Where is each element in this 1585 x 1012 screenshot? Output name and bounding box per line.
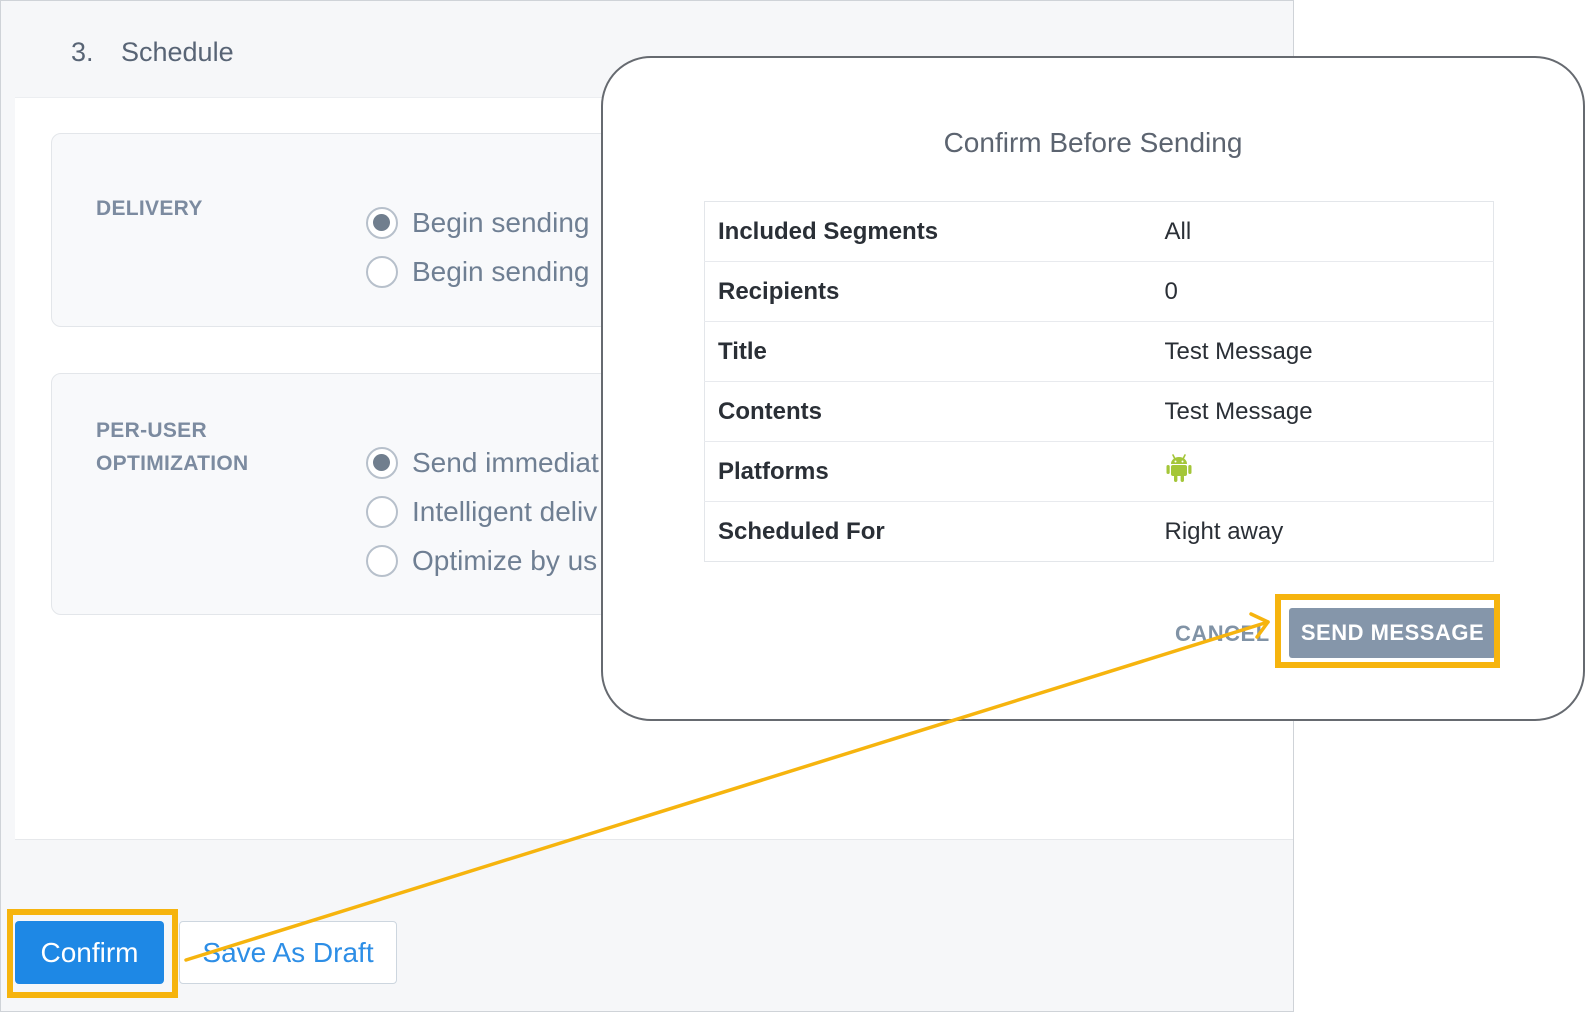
cancel-button[interactable]: CANCEL xyxy=(1175,621,1270,646)
table-row: Platforms xyxy=(704,441,1494,502)
row-key: Included Segments xyxy=(718,217,939,245)
option-label: Begin sending xyxy=(412,255,590,287)
row-value xyxy=(1151,441,1494,502)
row-key: Contents xyxy=(704,381,1152,442)
delivery-options: Begin sending Begin sending xyxy=(366,198,589,296)
option-label: Optimize by us xyxy=(412,544,598,576)
delivery-label: DELIVERY xyxy=(96,197,203,220)
radio-unselected[interactable] xyxy=(366,495,398,528)
delivery-option-begin-later[interactable]: Begin sending xyxy=(366,247,589,296)
table-row: Contents Test Message xyxy=(704,381,1494,442)
optimization-options: Send immediat Intelligent deliv Optimize… xyxy=(366,438,599,585)
row-key: Scheduled For xyxy=(704,501,1152,562)
confirm-dialog: Confirm Before Sending Included Segments… xyxy=(601,56,1585,721)
table-row: Scheduled For Right away xyxy=(704,501,1494,562)
row-value: Test Message xyxy=(1151,321,1494,382)
android-icon xyxy=(1165,453,1193,490)
confirm-button[interactable]: Confirm xyxy=(15,921,164,984)
option-label: Send immediat xyxy=(412,446,599,478)
section-title: 3. Schedule xyxy=(71,37,234,68)
radio-selected[interactable] xyxy=(366,446,398,479)
optimization-option-immediate[interactable]: Send immediat xyxy=(366,438,599,487)
row-value: All xyxy=(1164,217,1192,245)
option-label: Begin sending xyxy=(412,206,590,238)
delivery-option-begin-now[interactable]: Begin sending xyxy=(366,198,589,247)
send-message-button[interactable]: SEND MESSAGE xyxy=(1289,608,1496,658)
row-key: Title xyxy=(704,321,1152,382)
option-label: Intelligent deliv xyxy=(412,495,598,527)
table-row: Title Test Message xyxy=(704,321,1494,382)
dialog-title: Confirm Before Sending xyxy=(943,127,1243,158)
table-row: Recipients 0 xyxy=(704,261,1494,322)
row-value: Right away xyxy=(1151,501,1494,562)
row-key: Recipients xyxy=(704,261,1152,322)
section-number: 3. xyxy=(71,37,94,67)
summary-table: Included Segments All Recipients 0 Title… xyxy=(704,201,1494,562)
optimization-label: PER-USER OPTIMIZATION xyxy=(96,419,249,475)
save-as-draft-button[interactable]: Save As Draft xyxy=(179,921,397,984)
radio-selected[interactable] xyxy=(366,206,398,239)
optimization-option-timezone[interactable]: Optimize by us xyxy=(366,536,599,585)
radio-unselected[interactable] xyxy=(366,544,398,577)
optimization-option-intelligent[interactable]: Intelligent deliv xyxy=(366,487,599,536)
table-row: Included Segments All xyxy=(705,202,1494,262)
row-value: 0 xyxy=(1151,261,1494,322)
section-title-text: Schedule xyxy=(121,37,234,67)
row-value: Test Message xyxy=(1151,381,1494,442)
radio-unselected[interactable] xyxy=(366,255,398,288)
row-key: Platforms xyxy=(704,441,1152,502)
